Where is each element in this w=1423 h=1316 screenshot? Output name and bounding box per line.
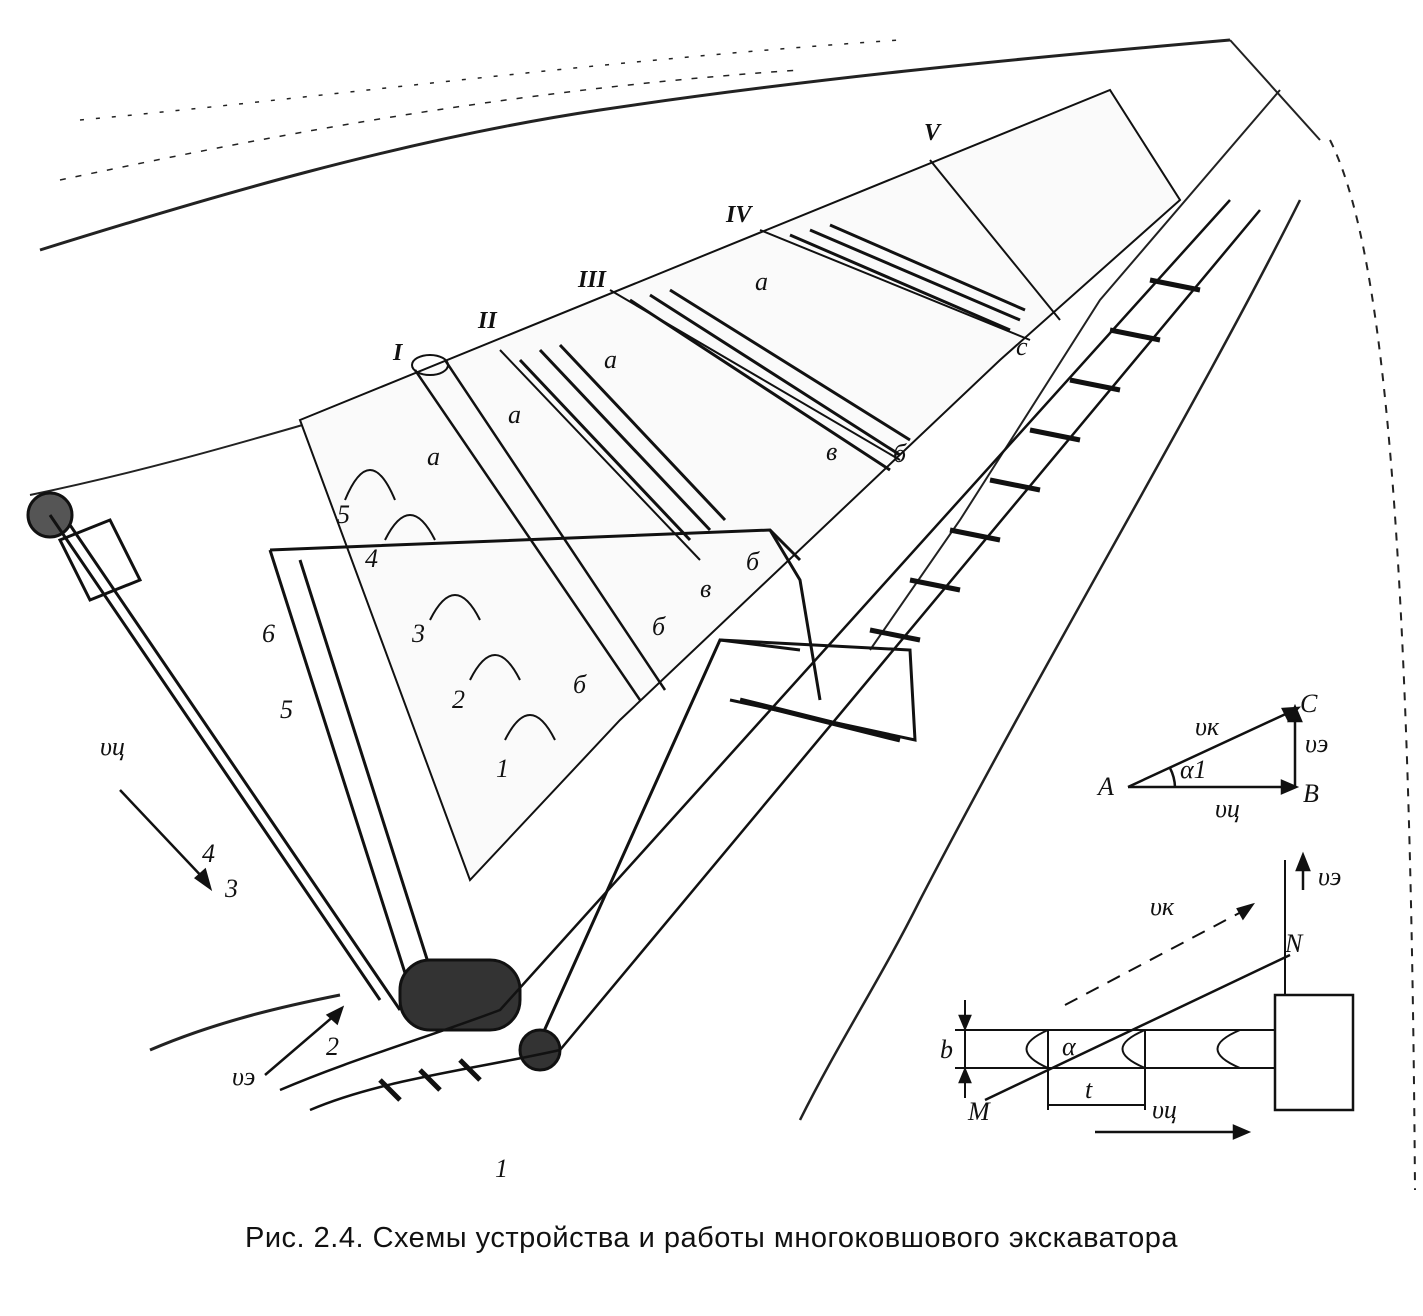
- part-2-drive: 2: [326, 1032, 339, 1061]
- part-3-face: 3: [411, 619, 425, 648]
- cut-vk: υк: [1150, 892, 1175, 921]
- main-arrows: [119, 789, 345, 1076]
- cut-diagram: M N b t α υк υэ υц: [940, 851, 1355, 1140]
- part-4-face: 4: [365, 544, 378, 573]
- part-3-chain: 3: [224, 874, 238, 903]
- cut-b: b: [940, 1035, 953, 1064]
- vec-point-b: B: [1303, 779, 1319, 808]
- point-b-4: б: [893, 439, 907, 468]
- part-5-face: 5: [337, 500, 350, 529]
- cut-point-n: N: [1284, 929, 1304, 958]
- excavation-face: [298, 88, 1182, 882]
- part-numbers: 1 2 3 4 5 6 5 4 3 2 1: [202, 500, 509, 1183]
- vec-point-a: A: [1096, 772, 1114, 801]
- part-2-face: 2: [452, 685, 465, 714]
- point-b-3: б: [746, 547, 760, 576]
- zone-label-2: II: [477, 308, 498, 334]
- vec-vc: υц: [1215, 794, 1240, 823]
- point-a-1: а: [427, 442, 440, 471]
- point-a-2: а: [508, 400, 521, 429]
- v-excavator-label: υэ: [232, 1062, 255, 1091]
- point-v-2: в: [826, 437, 837, 466]
- part-5-boom: 5: [280, 695, 293, 724]
- vec-vk: υк: [1195, 712, 1220, 741]
- point-c: с: [1016, 332, 1028, 361]
- excavator-frame: [26, 491, 917, 1072]
- vec-ve: υэ: [1305, 729, 1328, 758]
- zone-label-5: V: [924, 120, 942, 146]
- cut-ve: υэ: [1318, 862, 1341, 891]
- point-labels: а а а а б б б б в в с: [427, 267, 1028, 699]
- part-6-boom: 6: [262, 619, 275, 648]
- terrain: [29, 38, 1416, 1191]
- point-a-4: а: [755, 267, 768, 296]
- part-1-face: 1: [496, 754, 509, 783]
- cut-vc: υц: [1152, 1095, 1177, 1124]
- vec-alpha: α1: [1180, 755, 1207, 784]
- figure-caption: Рис. 2.4. Схемы устройства и работы мног…: [244, 1222, 1179, 1254]
- zone-labels: I II III IV V: [392, 120, 942, 366]
- point-b-2: б: [652, 612, 666, 641]
- cut-point-m: M: [967, 1097, 991, 1126]
- v-chain-label: υц: [100, 732, 125, 761]
- point-b-1: б: [573, 670, 587, 699]
- point-v-1: в: [700, 574, 711, 603]
- part-1-drive: 1: [495, 1154, 508, 1183]
- zone-label-1: I: [392, 340, 404, 366]
- zone-label-3: III: [577, 267, 608, 293]
- rail-track: [279, 199, 1261, 1112]
- vec-point-c: C: [1300, 689, 1318, 718]
- point-a-3: а: [604, 345, 617, 374]
- main-velocity-labels: υц υэ: [100, 732, 255, 1091]
- part-4-chain: 4: [202, 839, 215, 868]
- cut-alpha: α: [1062, 1032, 1077, 1061]
- vector-diagram: A B C α1 υк υэ υц: [1096, 689, 1328, 823]
- zone-label-4: IV: [725, 202, 753, 228]
- cut-t: t: [1085, 1075, 1093, 1104]
- excavator-diagram: I II III IV V а а а а б б б б в в с 1 2 …: [26, 38, 1416, 1191]
